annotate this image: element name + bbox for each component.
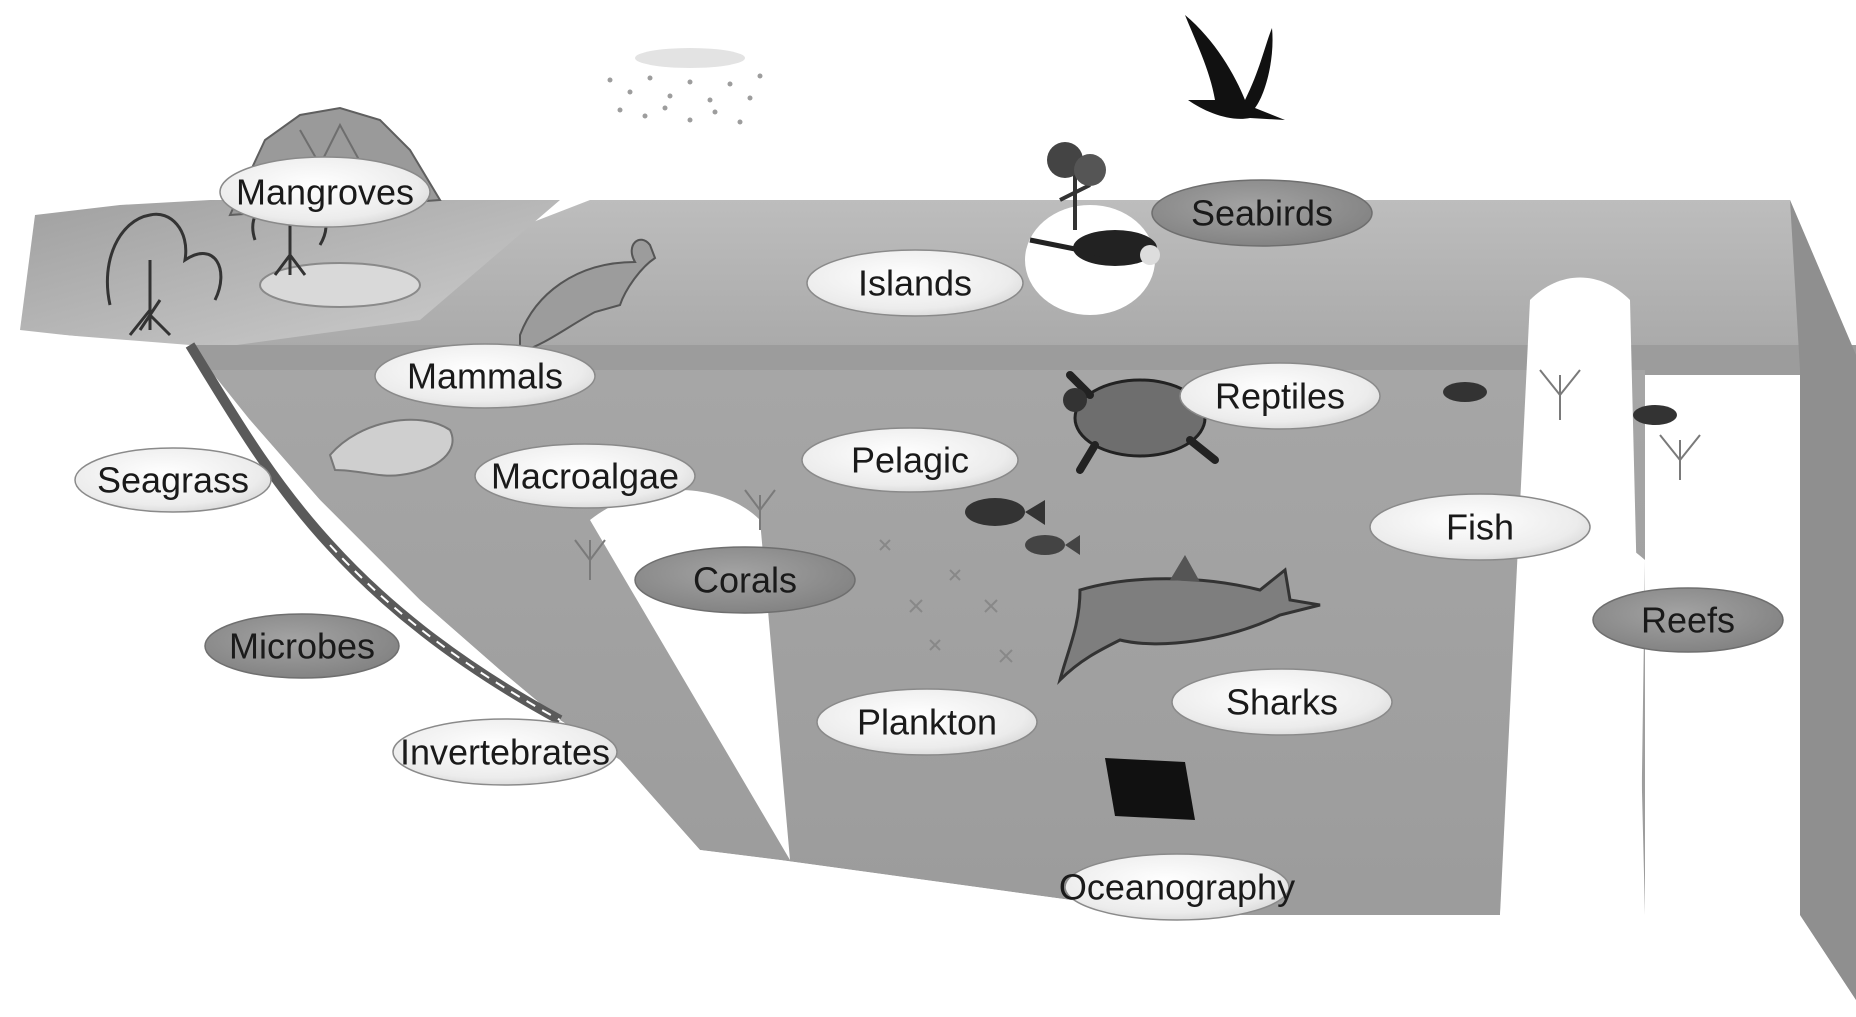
- label-pelagic-text: Pelagic: [851, 440, 969, 481]
- label-corals: Corals: [635, 547, 855, 613]
- seabird-island-icon: [1025, 142, 1160, 315]
- label-islands-text: Islands: [858, 263, 972, 304]
- label-macroalgae: Macroalgae: [475, 444, 695, 508]
- ocean-block: [0, 200, 1856, 1017]
- label-corals-text: Corals: [693, 560, 797, 601]
- label-reptiles: Reptiles: [1180, 363, 1380, 429]
- sensor-instrument-icon: [1105, 758, 1195, 820]
- label-islands: Islands: [807, 250, 1023, 316]
- label-microbes-text: Microbes: [229, 626, 375, 667]
- label-plankton: Plankton: [817, 689, 1037, 755]
- bird-icon: [1185, 15, 1285, 120]
- label-sharks: Sharks: [1172, 669, 1392, 735]
- label-seabirds: Seabirds: [1152, 180, 1372, 246]
- label-mammals: Mammals: [375, 344, 595, 408]
- label-reptiles-text: Reptiles: [1215, 376, 1345, 417]
- lagoon: [260, 263, 420, 307]
- label-invertebrates-text: Invertebrates: [400, 732, 610, 773]
- label-plankton-text: Plankton: [857, 702, 997, 743]
- label-reefs-text: Reefs: [1641, 600, 1735, 641]
- label-seagrass: Seagrass: [75, 448, 271, 512]
- label-fish: Fish: [1370, 494, 1590, 560]
- label-pelagic: Pelagic: [802, 428, 1018, 492]
- right-face: [1790, 200, 1856, 1000]
- label-seabirds-text: Seabirds: [1191, 193, 1333, 234]
- label-fish-text: Fish: [1446, 507, 1514, 548]
- label-oceanography-text: Oceanography: [1059, 867, 1295, 908]
- label-sharks-text: Sharks: [1226, 682, 1338, 723]
- label-macroalgae-text: Macroalgae: [491, 456, 679, 497]
- label-mammals-text: Mammals: [407, 356, 563, 397]
- label-seagrass-text: Seagrass: [97, 460, 249, 501]
- label-mangroves-text: Mangroves: [236, 172, 414, 213]
- label-mangroves: Mangroves: [220, 157, 430, 227]
- label-microbes: Microbes: [205, 614, 399, 678]
- label-reefs: Reefs: [1593, 588, 1783, 652]
- rain-cloud-icon: [608, 48, 763, 125]
- label-invertebrates: Invertebrates: [393, 719, 617, 785]
